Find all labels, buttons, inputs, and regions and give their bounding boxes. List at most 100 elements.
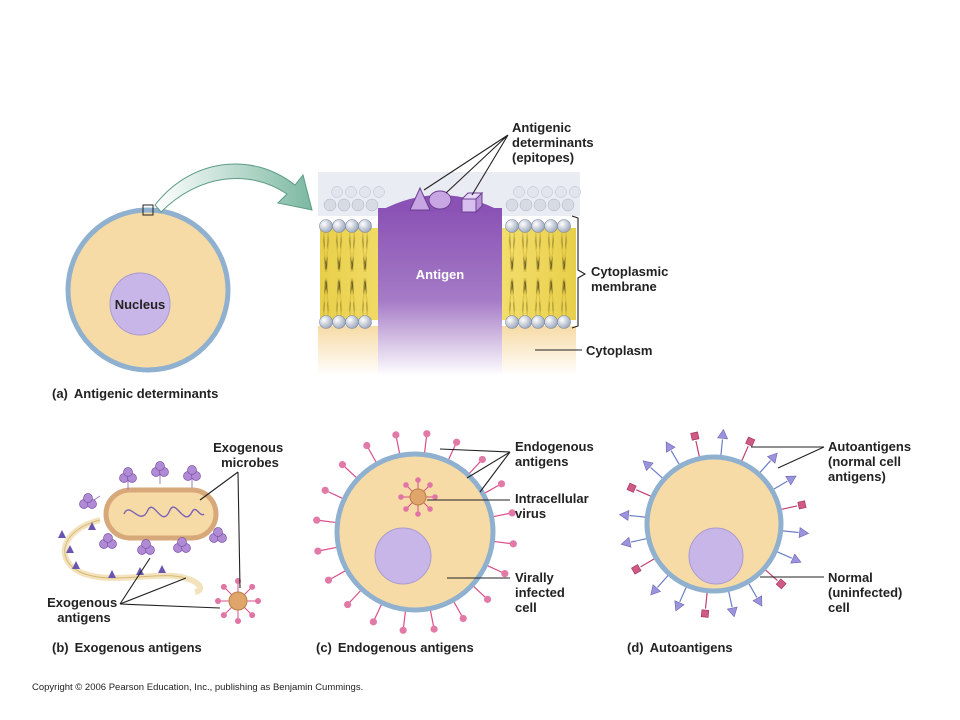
glycocalyx-bead: [337, 198, 351, 212]
virus-knob: [432, 494, 438, 500]
epitope-dome: [428, 190, 452, 210]
lipid-head: [358, 219, 372, 233]
lipid-head: [332, 315, 346, 329]
autoantigen-stalk: [765, 569, 778, 582]
flagellum-antigen: [158, 565, 166, 573]
lipid-tail: [348, 231, 353, 273]
lipid-tail: [563, 277, 568, 317]
endogenous-antigen-stalk: [330, 570, 346, 580]
autoantigen-triangle: [790, 553, 802, 564]
auto-label: Autoantigens (normal cell antigens): [828, 439, 915, 484]
lipid-tail: [537, 277, 542, 317]
endogenous-antigen: [497, 480, 506, 488]
lipid-tail: [322, 277, 327, 317]
endogenous-antigen-stalk: [473, 585, 486, 598]
autoantigen-stalk: [640, 558, 655, 568]
lipid-head: [531, 315, 545, 329]
lipid-head: [518, 219, 532, 233]
endogenous-antigen-stalk: [448, 444, 456, 460]
autoantigen-triangle: [785, 475, 797, 486]
virus-knob: [427, 482, 433, 488]
autoantigen-stalk: [670, 450, 680, 465]
autoantigen-stalk: [679, 586, 687, 603]
autoantigen-stalk: [759, 460, 772, 473]
antigen-cluster: [187, 465, 197, 475]
endogenous-antigen-stalk: [402, 611, 407, 628]
caption-a: (a)Antigenic determinants: [52, 386, 218, 401]
endogenous-antigen-stalk: [395, 437, 401, 454]
endogenous-antigen: [453, 438, 461, 446]
antigen-label: Antigen: [416, 267, 464, 282]
copyright: Copyright © 2006 Pearson Education, Inc.…: [32, 682, 363, 693]
virus-knob: [415, 511, 421, 517]
lipid-tail: [351, 231, 356, 273]
glycocalyx-bead: [569, 186, 581, 198]
lipid-tail: [563, 231, 568, 273]
exogenous-virus: [215, 578, 261, 624]
virus-spike: [243, 587, 252, 596]
antigen-cluster: [141, 539, 151, 549]
endogenous-leader: [439, 448, 511, 493]
endogenous-antigen: [501, 570, 509, 578]
endogenous-antigen-stalk: [453, 601, 463, 617]
lipid-head: [345, 315, 359, 329]
endogenous-antigen: [478, 455, 486, 464]
autoantigen-triangle: [717, 428, 729, 440]
lipid-tail: [325, 277, 330, 317]
virus-knob: [220, 612, 227, 619]
autoantigen-triangle: [674, 600, 685, 612]
autoantigen-triangle: [620, 536, 632, 548]
lipid-tail: [511, 231, 516, 273]
virus-knob: [249, 583, 256, 590]
lipid-tail: [335, 231, 340, 273]
endogenous-antigen: [508, 509, 516, 517]
autoantigen-stalk: [704, 592, 708, 609]
lipid-tail: [364, 231, 369, 273]
virus-label: Intracellular virus: [515, 491, 592, 521]
caption-b: (b)Exogenous antigens: [52, 640, 202, 655]
endogenous-antigen-stalk: [423, 436, 428, 453]
lipid-tail: [508, 277, 513, 317]
glycocalyx-bead: [365, 198, 379, 212]
antigen-cluster: [213, 527, 223, 537]
endogenous-antigen-stalk: [429, 610, 435, 627]
bacterial-dna: [123, 506, 205, 518]
autoantigen-stalk: [748, 583, 758, 598]
intracellular-virus: [398, 477, 438, 517]
glycocalyx-bead: [513, 186, 525, 198]
antigen-cluster: [155, 461, 165, 471]
zoom-box: [142, 204, 154, 216]
autoantigen-square: [775, 578, 787, 590]
autoantigen-stalk: [629, 514, 646, 518]
autoantigen-square: [797, 500, 807, 510]
bacterium: [103, 487, 219, 541]
autoantigen-triangle: [726, 606, 738, 618]
autoantigen-square: [631, 564, 642, 575]
nucleus-label: Nucleus: [115, 297, 166, 312]
autoantigen-stalk: [728, 591, 733, 608]
lipid-head: [358, 315, 372, 329]
endogenous-antigen-stalk: [320, 546, 337, 552]
lipid-tail: [550, 231, 555, 273]
microbes-label: Exogenous microbes: [213, 440, 287, 470]
glycocalyx-bead: [373, 186, 385, 198]
glycocalyx-bead: [561, 198, 575, 212]
lipid-tail: [547, 231, 552, 273]
glycocalyx-bead: [345, 186, 357, 198]
lipid-tail: [560, 277, 565, 317]
endogenous-label: Endogenous antigens: [515, 439, 597, 469]
lipid-tail: [322, 231, 327, 273]
lipid-head: [518, 315, 532, 329]
endogenous-antigen-stalk: [487, 565, 503, 573]
lipid-head: [531, 219, 545, 233]
lipid-head: [557, 315, 571, 329]
antigens-leader-b: [119, 557, 221, 609]
auto-leader: [751, 446, 825, 469]
cytoplasm-label: Cytoplasm: [586, 343, 652, 358]
virus-knob: [249, 612, 256, 619]
lipid-tail: [364, 277, 369, 317]
lipid-head: [319, 315, 333, 329]
normal-cell: [644, 454, 784, 594]
glycocalyx-bead: [527, 186, 539, 198]
lipid-tail: [521, 277, 526, 317]
